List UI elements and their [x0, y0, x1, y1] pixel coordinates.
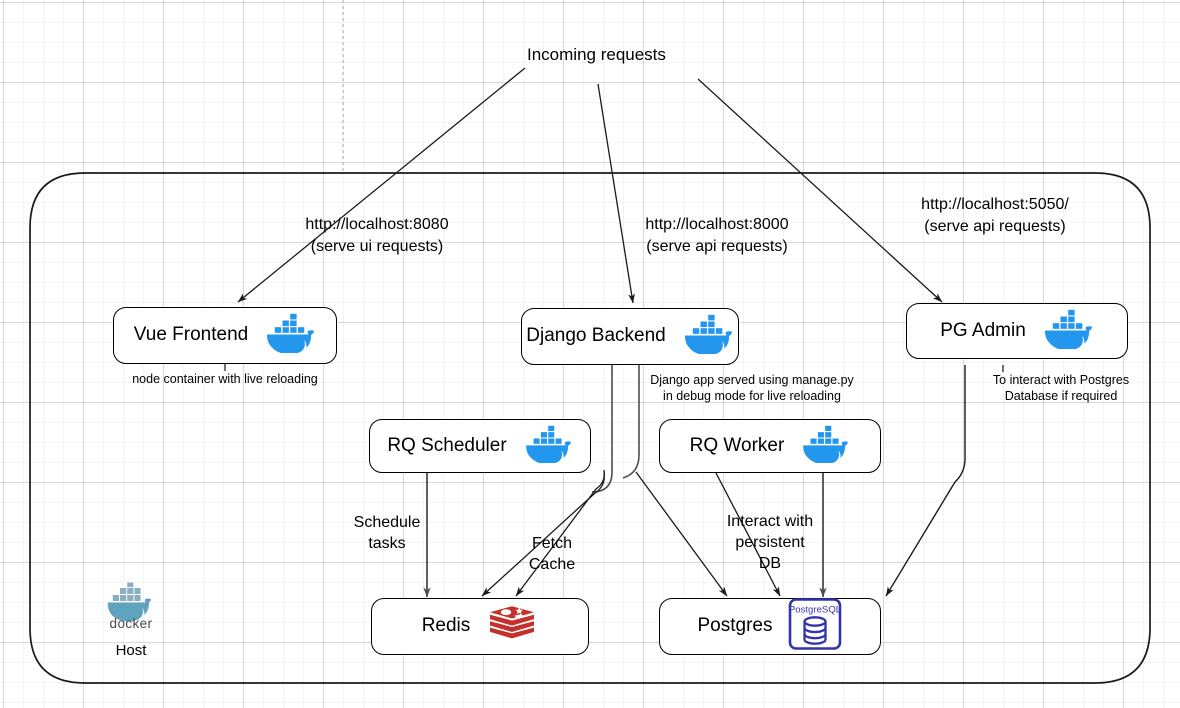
docker-whale-icon [682, 314, 734, 359]
docker-whale-icon [523, 425, 573, 468]
edge-label-fetch-cache: Fetch Cache [528, 535, 576, 573]
docker-logo: docker [105, 582, 153, 631]
node-rq-scheduler-label: RQ Scheduler [387, 434, 507, 456]
node-vue-frontend[interactable]: Vue Frontend [113, 307, 337, 364]
node-redis[interactable]: Redis [371, 598, 589, 655]
host-logo-group: docker Host [92, 582, 170, 660]
docker-wordmark: docker [110, 616, 153, 630]
node-django-backend-label: Django Backend [526, 325, 666, 347]
django-url-label: http://localhost:8000 (serve api request… [645, 216, 789, 255]
docker-whale-icon [264, 313, 316, 358]
incoming-requests-label: Incoming requests [527, 45, 666, 64]
node-vue-frontend-label: Vue Frontend [133, 324, 249, 346]
edge-label-schedule-tasks: Schedule tasks [353, 514, 421, 552]
node-pg-admin[interactable]: PG Admin [906, 303, 1128, 359]
redis-logo-icon [486, 602, 538, 651]
vue-url-label: http://localhost:8080 (serve ui requests… [305, 216, 449, 255]
node-django-backend[interactable]: Django Backend [521, 308, 739, 365]
node-pg-admin-label: PG Admin [940, 319, 1026, 341]
postgresql-logo-icon: PostgreSQL [788, 598, 842, 655]
host-label: Host [115, 642, 147, 659]
docker-whale-icon [800, 425, 850, 468]
pg-admin-caption: To interact with Postgres Database if re… [992, 373, 1130, 403]
edge-label-interact-persistent-db: Interact with persistent DB [726, 513, 814, 572]
django-backend-caption: Django app served using manage.py in deb… [650, 373, 854, 403]
node-rq-worker-label: RQ Worker [689, 434, 785, 456]
vue-frontend-caption: node container with live reloading [132, 372, 318, 386]
docker-whale-icon [1042, 309, 1094, 354]
node-redis-label: Redis [421, 615, 471, 637]
pgadmin-url-label: http://localhost:5050/ (serve api reques… [921, 196, 1069, 235]
node-rq-worker[interactable]: RQ Worker [659, 419, 881, 473]
node-postgres[interactable]: Postgres PostgreSQL [659, 598, 881, 655]
node-rq-scheduler[interactable]: RQ Scheduler [369, 419, 591, 473]
node-postgres-label: Postgres [697, 615, 773, 637]
postgres-badge-text: PostgreSQL [789, 605, 842, 616]
